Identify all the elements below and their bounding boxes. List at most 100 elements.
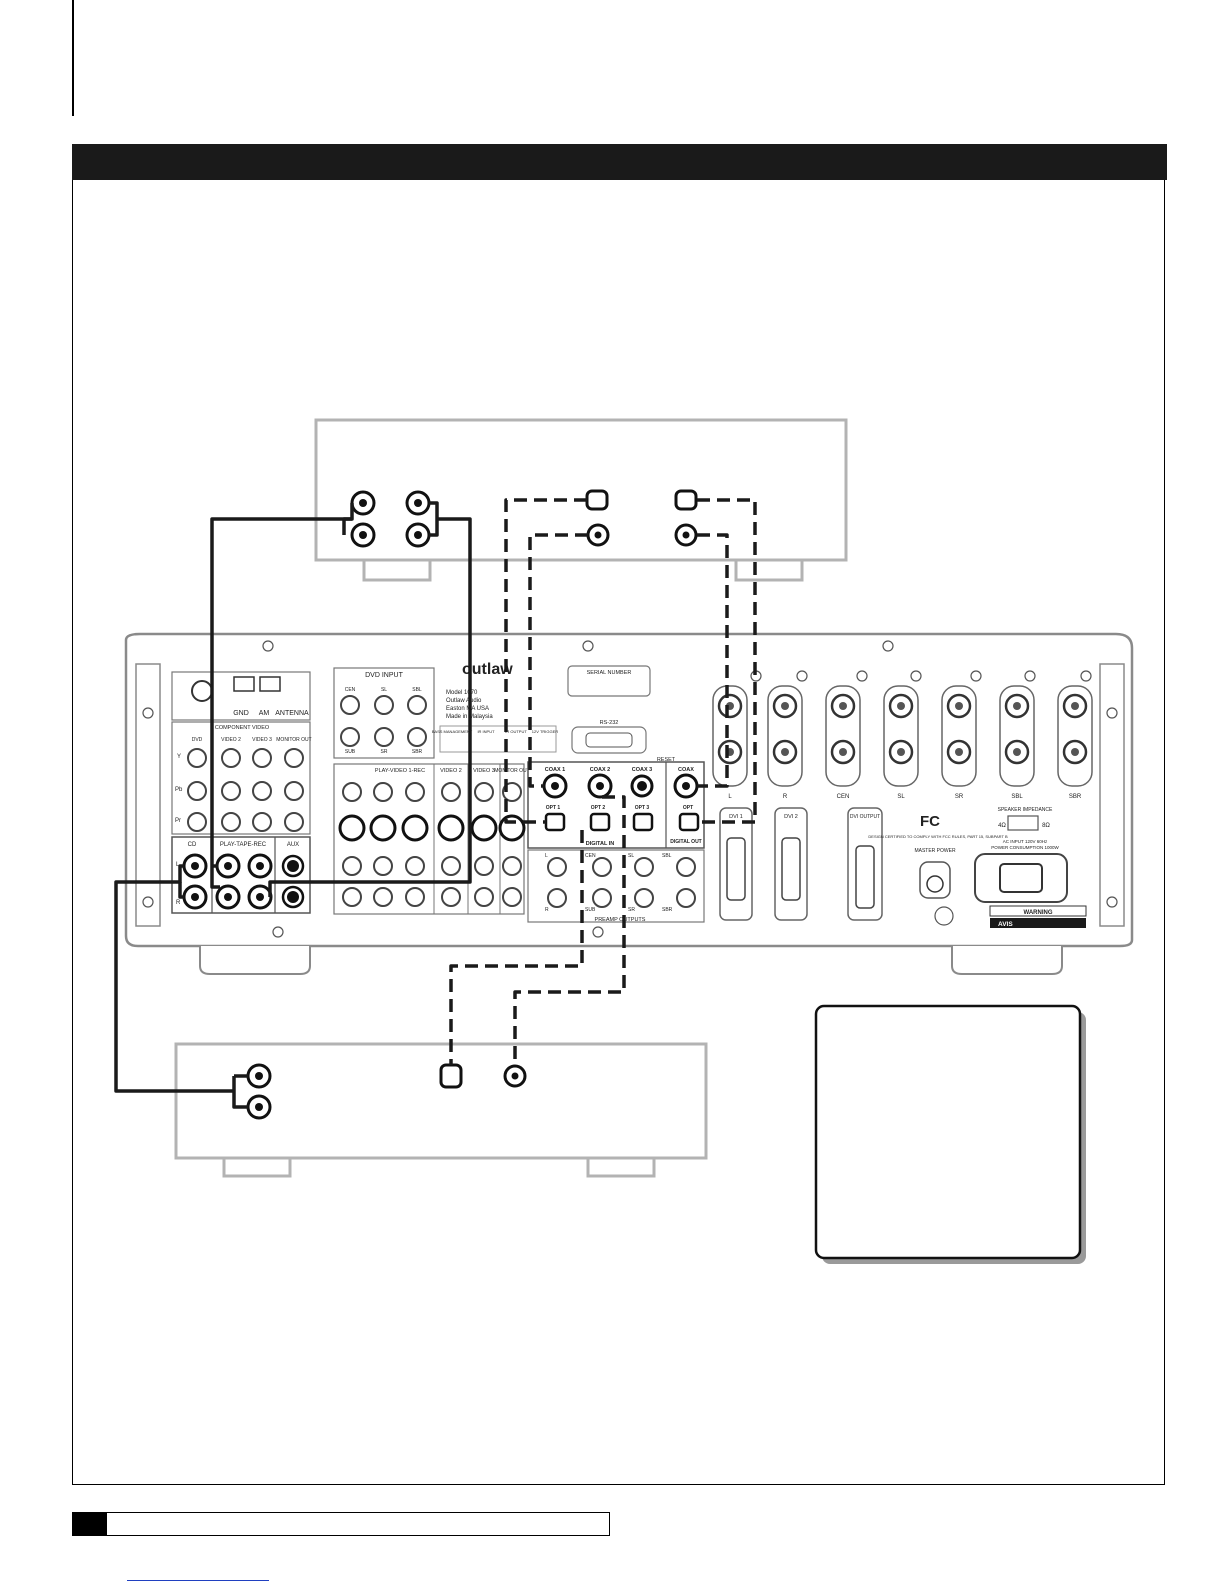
bass-management-label: BASS MANAGEMENT: [432, 729, 473, 734]
audio-tape-label: PLAY-TAPE-REC: [220, 842, 267, 848]
ac-input-label: AC INPUT 120V 60Hz: [1003, 839, 1048, 844]
component-column-video2: VIDEO 2: [221, 737, 241, 743]
coax1-label: COAX 1: [545, 767, 565, 773]
antenna-am-label: AM: [259, 710, 270, 717]
rs232-label: RS-232: [600, 720, 619, 726]
rca-jack: [246, 1094, 272, 1120]
impedance-4-label: 4Ω: [998, 823, 1006, 829]
ir-input-label: IR INPUT: [477, 729, 495, 734]
component-video-title: COMPONENT VIDEO: [215, 725, 270, 731]
component-row-pb: Pb: [175, 787, 183, 793]
left-margin-rule: [72, 0, 74, 116]
opt2-label: OPT 2: [591, 805, 606, 811]
video2-label: VIDEO 2: [440, 768, 462, 774]
preamp-r-label: R: [545, 907, 549, 913]
receiver-back-panel: GND AM ANTENNA COMPONENT VIDEO DVD VIDEO…: [124, 632, 1134, 975]
opt1-label: OPT 1: [546, 805, 561, 811]
note-callout-box: [814, 1004, 1086, 1264]
preamp-sbl-label: SBL: [662, 853, 672, 859]
speaker-sr-label: SR: [955, 794, 964, 800]
preamp-sr-label: SR: [628, 907, 635, 913]
speaker-sbr-label: SBR: [1069, 794, 1082, 800]
warning-label: WARNING: [1024, 910, 1053, 916]
model-line-1: Model 1070: [446, 690, 478, 696]
component-row-pr: Pr: [175, 818, 181, 824]
digital-cables: [449, 498, 757, 1066]
audio-cd-label: CD: [188, 842, 197, 848]
recorder-device-bottom: [174, 1042, 708, 1178]
optical-jack: [674, 489, 698, 511]
coax-jack: [586, 523, 610, 547]
antenna-label: ANTENNA: [275, 710, 309, 717]
speaker-r-label: R: [783, 794, 788, 800]
rca-jack: [405, 490, 431, 516]
coax2-label: COAX 2: [590, 767, 610, 773]
rca-jack: [405, 522, 431, 548]
model-line-3: Easton MA USA: [446, 706, 489, 712]
component-column-video3: VIDEO 3: [252, 737, 272, 743]
opt-out-label: OPT: [683, 805, 693, 811]
rca-jack: [350, 522, 376, 548]
video1-label: PLAY-VIDEO 1-REC: [375, 768, 425, 774]
speaker-cen-label: CEN: [837, 794, 850, 800]
coax-out-label: COAX: [678, 767, 694, 773]
preamp-cen-label: CEN: [585, 853, 596, 859]
audio-aux-label: AUX: [287, 842, 299, 848]
serial-number-label: SERIAL NUMBER: [587, 670, 632, 676]
coax-jack: [503, 1064, 527, 1088]
dvd-input-sbl-label: SBL: [412, 687, 422, 693]
avis-label: AVIS: [998, 921, 1013, 928]
digital-in-label: DIGITAL IN: [586, 841, 615, 847]
component-row-y: Y: [177, 754, 181, 760]
optical-jack: [439, 1063, 463, 1089]
coax-jack: [674, 523, 698, 547]
footer-link-underline: [127, 1580, 269, 1581]
master-power-title: MASTER POWER: [914, 848, 956, 854]
page-number-block: [72, 1512, 106, 1536]
aux-jacks: [281, 854, 305, 909]
fcc-text: DESIGN CERTIFIED TO COMPLY WITH FCC RULE…: [868, 834, 1008, 839]
speaker-impedance-title: SPEAKER IMPEDANCE: [998, 807, 1053, 813]
dvi1-label: DVI 1: [729, 814, 743, 820]
rca-jack: [350, 490, 376, 516]
dvd-input-cen-label: CEN: [345, 687, 356, 693]
model-line-2: Outlaw Audio: [446, 698, 482, 704]
reset-label: RESET: [657, 757, 676, 763]
digital-out-label: DIGITAL OUT: [670, 839, 701, 845]
content-frame: [72, 180, 1165, 1485]
ir-output-label: IR OUTPUT: [505, 729, 527, 734]
speaker-l-label: L: [728, 794, 732, 800]
preamp-sub-label: SUB: [585, 907, 596, 913]
section-title-bar: [72, 144, 1167, 180]
fcc-logo: FC: [920, 813, 940, 830]
component-column-monitor: MONITOR OUT: [276, 737, 311, 743]
cd-input-jacks: [182, 853, 208, 910]
dvi2-label: DVI 2: [784, 814, 798, 820]
speaker-sl-label: SL: [897, 794, 905, 800]
optical-jacks: [544, 812, 700, 832]
brand-logo: outlaw: [462, 661, 513, 678]
component-column-dvd: DVD: [192, 737, 203, 743]
power-consumption-label: POWER CONSUMPTION 1000W: [991, 845, 1059, 850]
preamp-title: PREAMP OUTPUTS: [595, 917, 646, 923]
preamp-sbr-label: SBR: [662, 907, 673, 913]
opt3-label: OPT 3: [635, 805, 650, 811]
dvd-input-sbr-label: SBR: [412, 749, 423, 755]
dvd-input-sr-label: SR: [381, 749, 388, 755]
footer-title-box: [106, 1512, 610, 1536]
tape-jacks: [215, 853, 273, 910]
dvd-input-title: DVD INPUT: [365, 672, 403, 679]
trigger-label: 12V TRIGGER: [532, 729, 558, 734]
antenna-gnd-label: GND: [233, 710, 249, 717]
speaker-terminals: [712, 685, 1093, 787]
speaker-sbl-label: SBL: [1011, 794, 1023, 800]
audio-right-label: R: [176, 900, 181, 906]
coax3-label: COAX 3: [632, 767, 652, 773]
analog-cables: [114, 501, 472, 1109]
rca-jack: [246, 1063, 272, 1089]
dvi-output-label: DVI OUTPUT: [850, 814, 880, 820]
dvd-input-sub-label: SUB: [345, 749, 356, 755]
video3-label: VIDEO 3: [473, 768, 495, 774]
